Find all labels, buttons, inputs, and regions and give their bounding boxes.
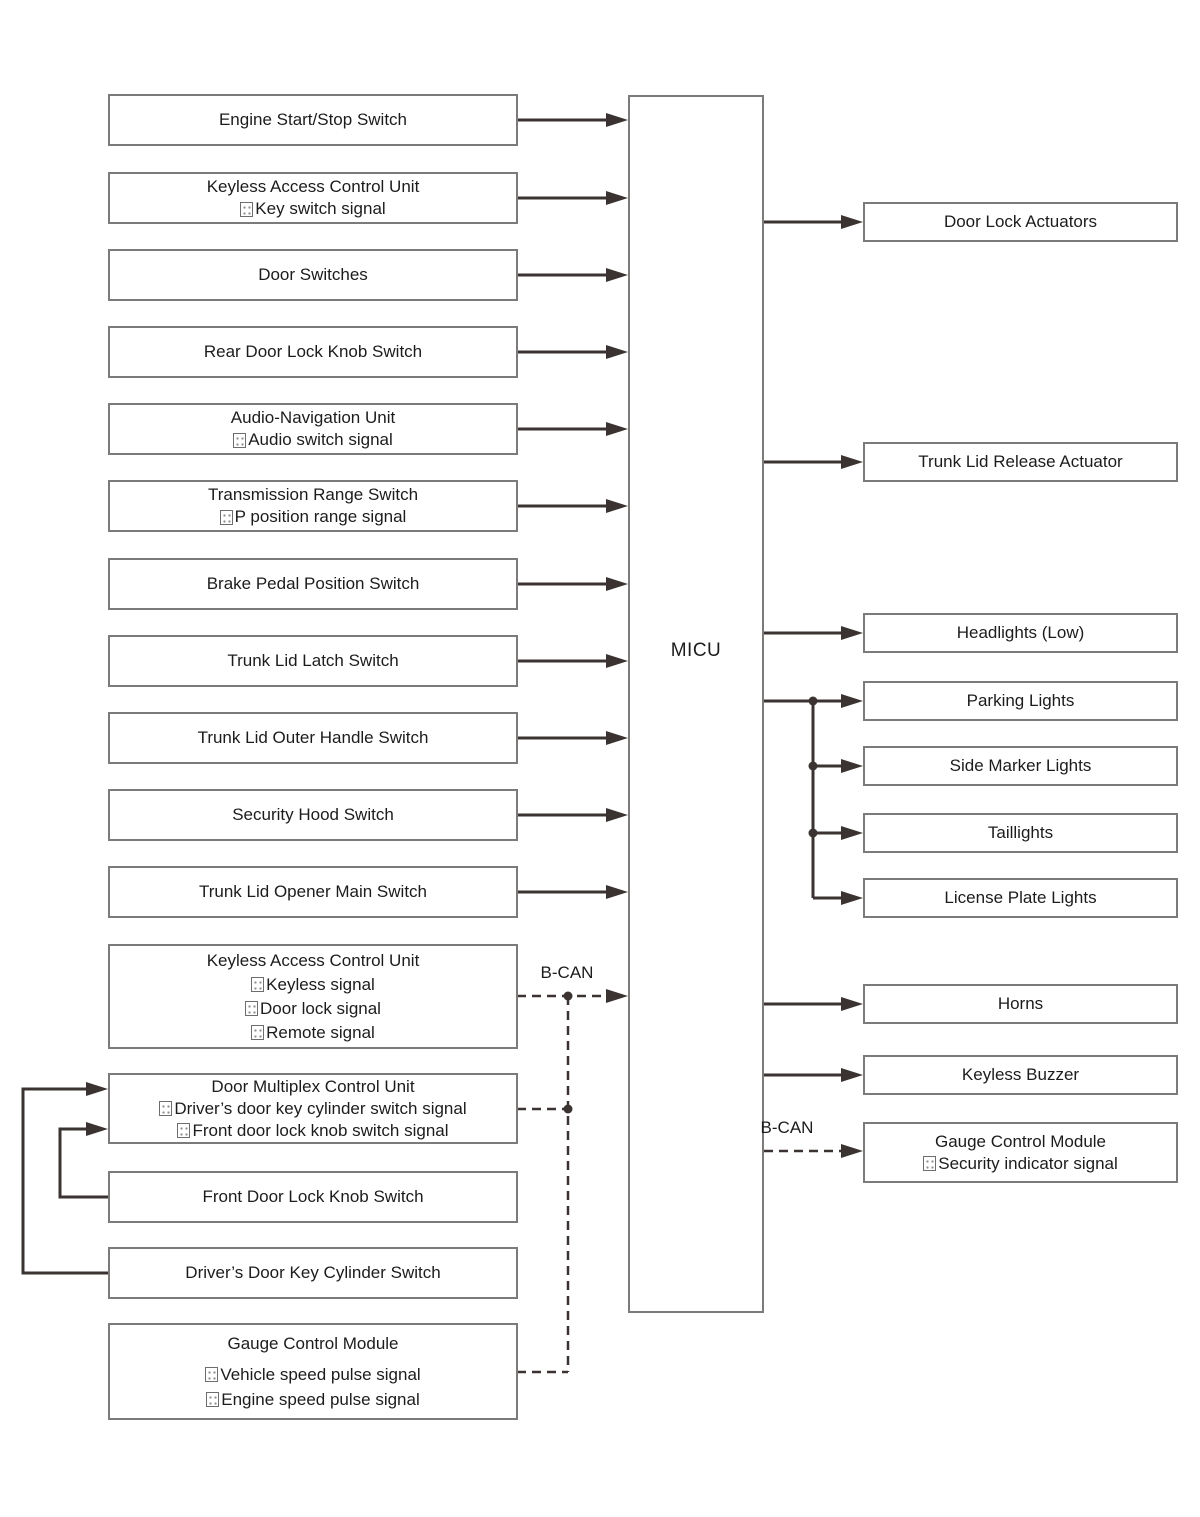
signal-line: Audio switch signal	[233, 429, 393, 451]
box-trunk-lid-outer-handle-switch: Trunk Lid Outer Handle Switch	[108, 712, 518, 764]
box-headlights-low: Headlights (Low)	[863, 613, 1178, 653]
box-micu: MICU	[628, 95, 764, 1313]
box-title: Trunk Lid Latch Switch	[227, 651, 399, 670]
signal-text: Vehicle speed pulse signal	[220, 1365, 421, 1384]
bcan-label-left: B-CAN	[540, 963, 594, 982]
box-title: Front Door Lock Knob Switch	[202, 1187, 424, 1206]
signal-text: Driver’s door key cylinder switch signal	[174, 1098, 467, 1118]
signal-text: Front door lock knob switch signal	[192, 1120, 449, 1140]
box-title: Keyless Buzzer	[961, 1065, 1080, 1084]
box-rear-door-lock-knob-switch: Rear Door Lock Knob Switch	[108, 326, 518, 378]
signal-line: Vehicle speed pulse signal	[205, 1362, 421, 1387]
missing-glyph-icon	[233, 432, 247, 448]
box-title: Trunk Lid Opener Main Switch	[198, 882, 428, 901]
box-title: Trunk Lid Release Actuator	[918, 452, 1123, 471]
box-title: Door Switches	[258, 265, 368, 284]
box-brake-pedal-position-switch: Brake Pedal Position Switch	[108, 558, 518, 610]
missing-glyph-icon	[923, 1156, 937, 1171]
box-drivers-door-key-cylinder-switch: Driver’s Door Key Cylinder Switch	[108, 1247, 518, 1299]
box-title: Brake Pedal Position Switch	[206, 574, 420, 593]
box-trunk-lid-release-actuator: Trunk Lid Release Actuator	[863, 442, 1178, 482]
box-keyless-access-control-unit-key: Keyless Access Control Unit Key switch s…	[108, 172, 518, 224]
box-title: Transmission Range Switch	[207, 485, 419, 504]
box-audio-navigation-unit: Audio-Navigation Unit Audio switch signa…	[108, 403, 518, 455]
signal-text: Security indicator signal	[938, 1153, 1118, 1173]
signal-text: Door lock signal	[260, 998, 381, 1018]
box-security-hood-switch: Security Hood Switch	[108, 789, 518, 841]
signal-line: Engine speed pulse signal	[206, 1387, 420, 1412]
box-keyless-access-control-unit-bcan: Keyless Access Control Unit Keyless sign…	[108, 944, 518, 1049]
lights-branch-lines	[808, 696, 863, 905]
box-title: Audio-Navigation Unit	[230, 408, 396, 427]
missing-glyph-icon	[251, 977, 265, 992]
box-keyless-buzzer: Keyless Buzzer	[863, 1055, 1178, 1095]
box-title: Driver’s Door Key Cylinder Switch	[185, 1263, 441, 1282]
box-title: Door Multiplex Control Unit	[211, 1076, 415, 1096]
signal-line: Remote signal	[251, 1021, 375, 1045]
box-side-marker-lights: Side Marker Lights	[863, 746, 1178, 786]
box-title: Gauge Control Module	[227, 1334, 399, 1353]
box-title: Gauge Control Module	[934, 1131, 1107, 1151]
box-license-plate-lights: License Plate Lights	[863, 878, 1178, 918]
signal-line: Driver’s door key cylinder switch signal	[159, 1098, 467, 1120]
box-title: Keyless Access Control Unit	[206, 177, 420, 196]
solid-arrows-right	[764, 215, 863, 1082]
missing-glyph-icon	[240, 201, 254, 217]
box-title: Rear Door Lock Knob Switch	[203, 342, 423, 361]
box-taillights: Taillights	[863, 813, 1178, 853]
missing-glyph-icon	[205, 1367, 219, 1382]
signal-line: Key switch signal	[240, 198, 386, 220]
box-title: Security Hood Switch	[232, 805, 394, 824]
box-title: Trunk Lid Outer Handle Switch	[197, 728, 429, 747]
micu-label: MICU	[670, 640, 722, 661]
box-title: Taillights	[987, 823, 1054, 842]
box-title: Keyless Access Control Unit	[206, 950, 420, 970]
signal-line: P position range signal	[219, 506, 407, 528]
box-horns: Horns	[863, 984, 1178, 1024]
box-engine-start-stop-switch: Engine Start/Stop Switch	[108, 94, 518, 146]
missing-glyph-icon	[251, 1025, 265, 1040]
box-title: Door Lock Actuators	[943, 212, 1098, 231]
signal-line: Security indicator signal	[923, 1153, 1118, 1175]
signal-line: Door lock signal	[245, 997, 381, 1021]
box-title: Parking Lights	[966, 691, 1075, 710]
missing-glyph-icon	[219, 509, 233, 525]
box-door-switches: Door Switches	[108, 249, 518, 301]
missing-glyph-icon	[177, 1123, 191, 1138]
signal-text: Keyless signal	[266, 974, 375, 994]
box-title: Headlights (Low)	[956, 623, 1085, 642]
box-parking-lights: Parking Lights	[863, 681, 1178, 721]
box-title: Engine Start/Stop Switch	[218, 110, 408, 129]
missing-glyph-icon	[206, 1392, 220, 1407]
dashed-bcan-lines	[517, 989, 863, 1374]
missing-glyph-icon	[245, 1001, 259, 1016]
bcan-label-right: B-CAN	[760, 1118, 814, 1137]
box-front-door-lock-knob-switch: Front Door Lock Knob Switch	[108, 1171, 518, 1223]
signal-text: Remote signal	[266, 1022, 375, 1042]
box-title: Side Marker Lights	[949, 756, 1092, 775]
box-door-lock-actuators: Door Lock Actuators	[863, 202, 1178, 242]
signal-text: Key switch signal	[255, 199, 386, 218]
signal-line: Front door lock knob switch signal	[177, 1120, 449, 1142]
box-trunk-lid-opener-main-switch: Trunk Lid Opener Main Switch	[108, 866, 518, 918]
box-gauge-control-module-output: Gauge Control Module Security indicator …	[863, 1122, 1178, 1183]
solid-arrows-left	[517, 113, 628, 899]
signal-line: Keyless signal	[251, 973, 375, 997]
signal-text: P position range signal	[234, 507, 407, 526]
signal-text: Engine speed pulse signal	[221, 1390, 420, 1409]
signal-text: Audio switch signal	[248, 430, 393, 449]
door-switch-bracket-lines	[21, 1082, 108, 1275]
box-door-multiplex-control-unit: Door Multiplex Control Unit Driver’s doo…	[108, 1073, 518, 1144]
box-transmission-range-switch: Transmission Range Switch P position ran…	[108, 480, 518, 532]
missing-glyph-icon	[159, 1101, 173, 1116]
box-title: License Plate Lights	[944, 888, 1097, 907]
box-gauge-control-module-input: Gauge Control Module Vehicle speed pulse…	[108, 1323, 518, 1420]
box-trunk-lid-latch-switch: Trunk Lid Latch Switch	[108, 635, 518, 687]
box-title: Horns	[997, 994, 1044, 1013]
